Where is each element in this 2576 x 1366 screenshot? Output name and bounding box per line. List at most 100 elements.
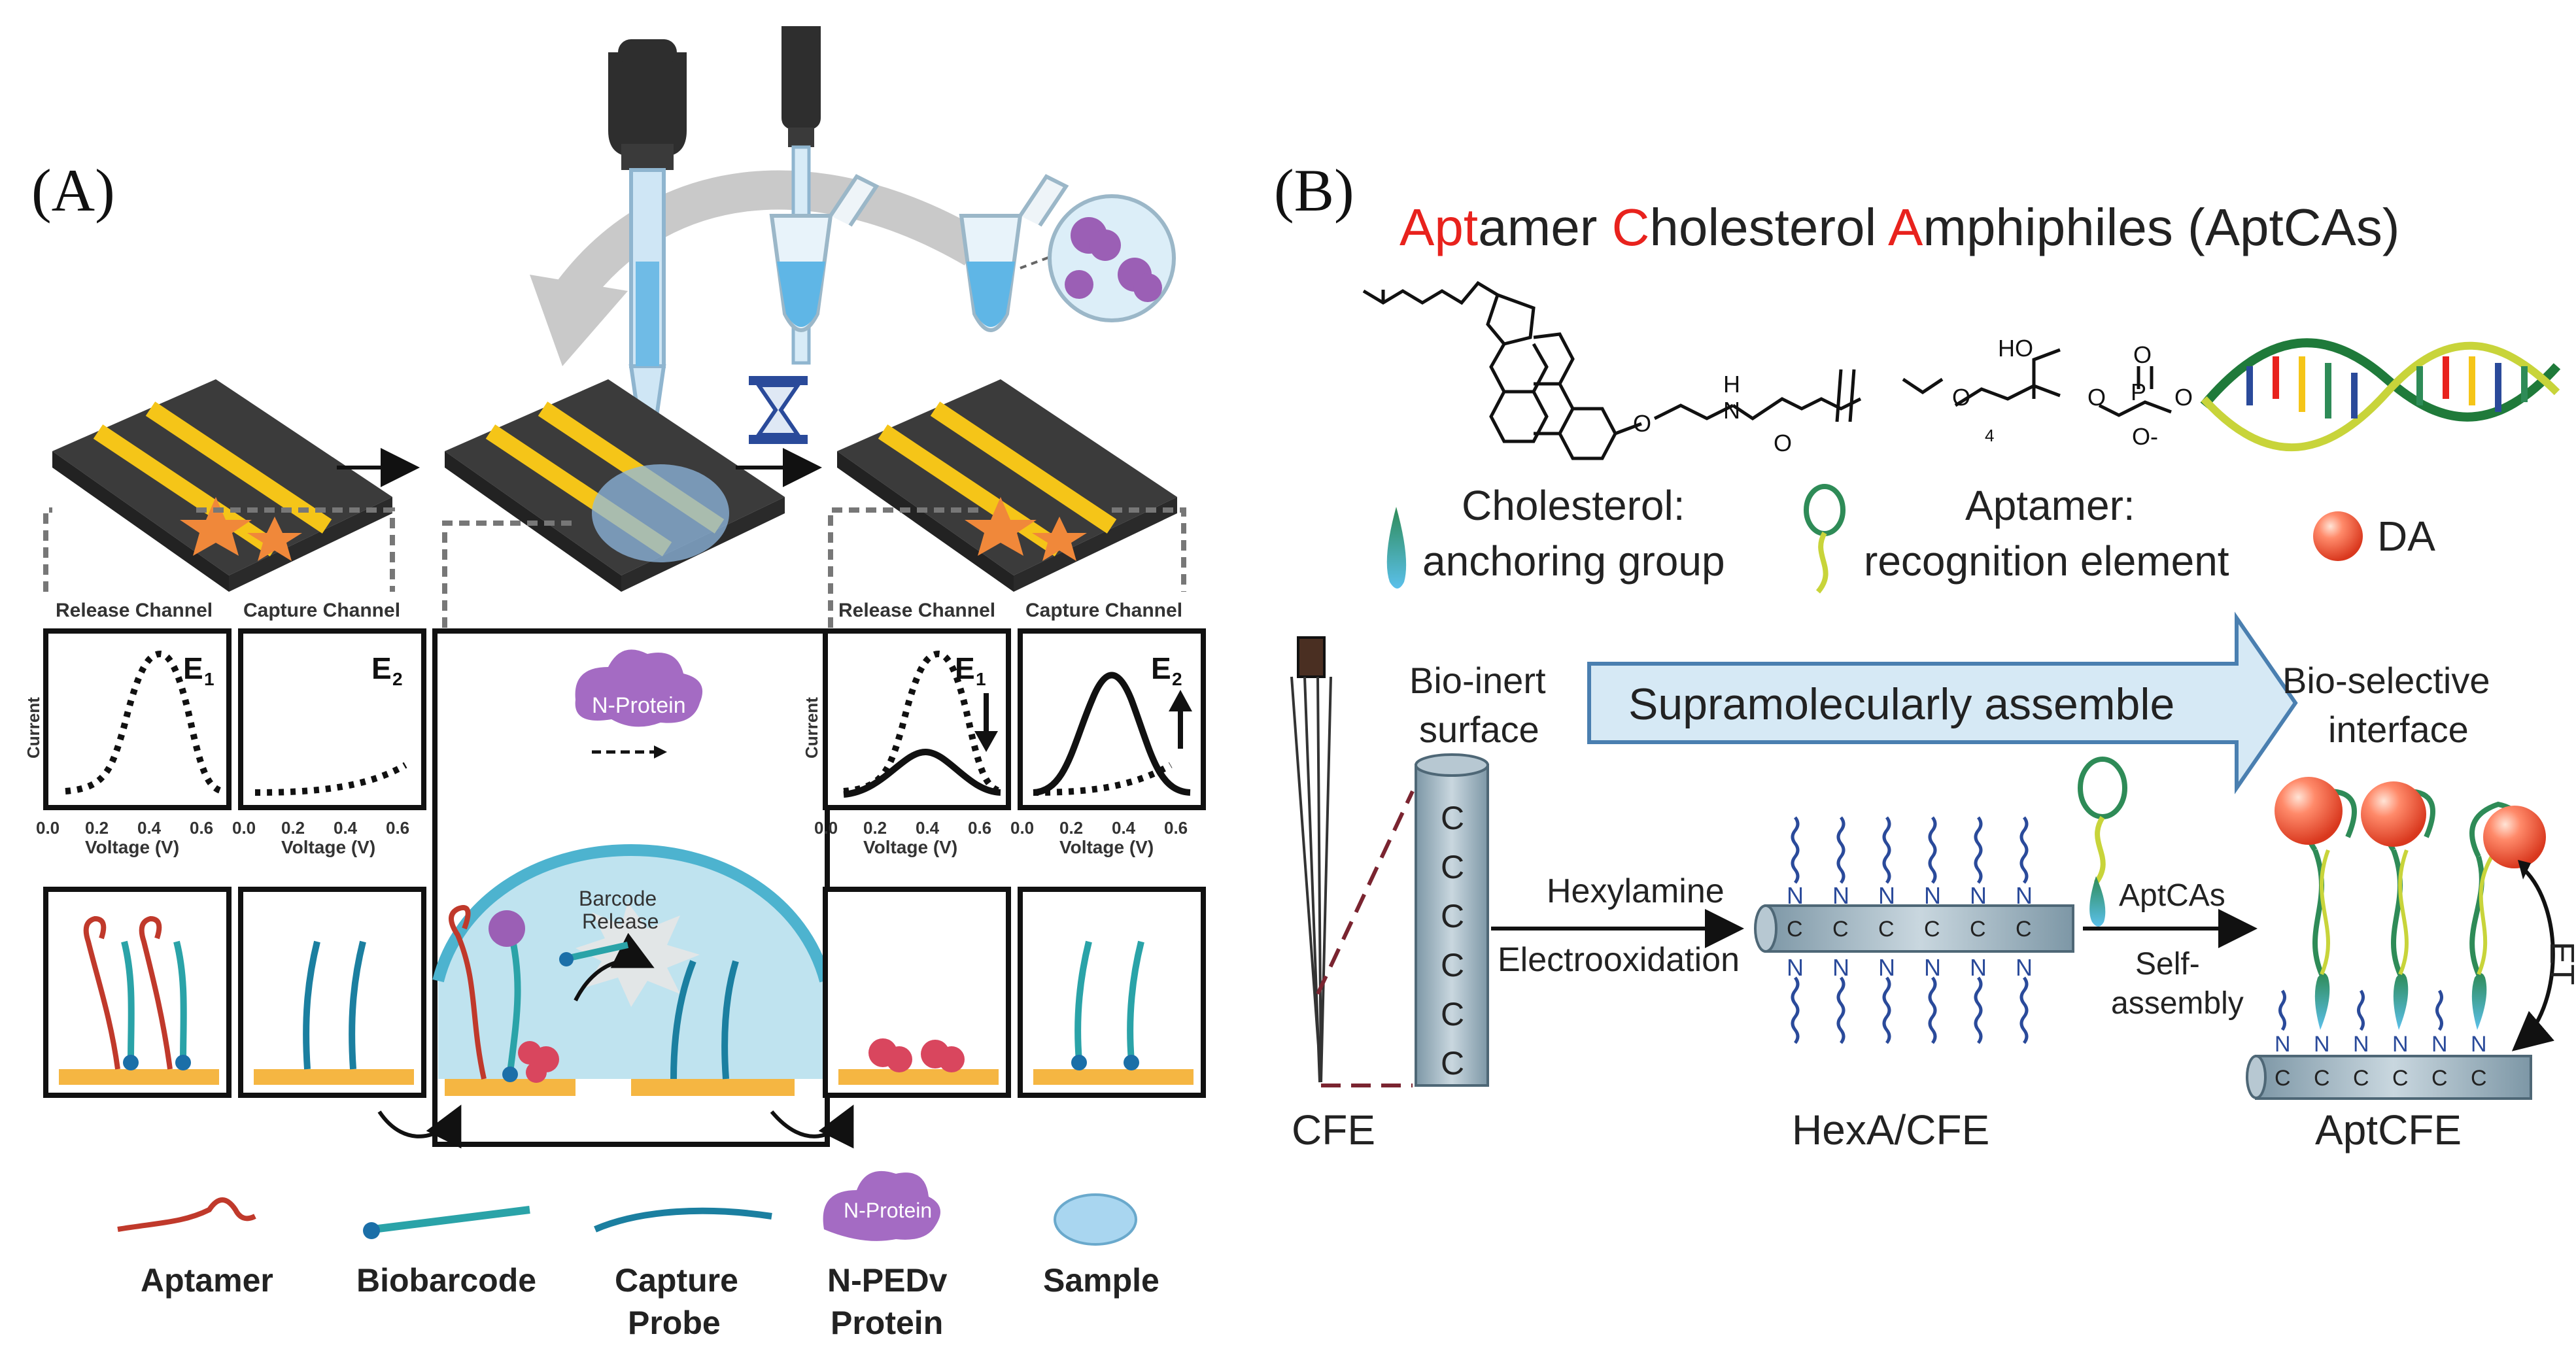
svg-text:E: E: [371, 651, 392, 685]
capture-channel-label: Capture Channel: [243, 600, 400, 621]
aptamer-label-1: Aptamer:: [1965, 482, 2135, 529]
svg-text:N: N: [2431, 1032, 2448, 1057]
svg-text:0.2: 0.2: [85, 818, 109, 838]
svg-text:C: C: [1441, 849, 1464, 885]
svg-text:C: C: [2275, 1066, 2291, 1091]
sample-tube-icon: [769, 174, 880, 332]
plot-release-after: E 1: [823, 628, 1011, 810]
release-channel-label: Release Channel: [56, 600, 213, 621]
aptcas-small-label: AptCAs: [2119, 878, 2225, 913]
x-ticks-1: 0.0 0.2 0.4 0.6 0.0 0.2 0.4 0.6: [36, 818, 409, 838]
svg-text:C: C: [2431, 1066, 2448, 1091]
svg-text:C: C: [1441, 1045, 1464, 1082]
aptamer-icon-b: [1804, 484, 1846, 594]
svg-text:N: N: [2471, 1032, 2487, 1057]
panel-a-label: (A): [31, 157, 115, 224]
aptamer-helix: [2200, 338, 2561, 452]
plot-release-before: E 1: [43, 628, 232, 810]
svg-text:2: 2: [392, 669, 403, 689]
svg-text:C: C: [1441, 898, 1464, 934]
svg-text:0.6: 0.6: [190, 818, 213, 838]
sample-magnifier: [1048, 194, 1176, 322]
svg-text:E: E: [1151, 651, 1171, 685]
svg-text:1: 1: [976, 669, 986, 689]
svg-text:N: N: [1832, 882, 1849, 909]
bio-selective-label-2: interface: [2328, 709, 2469, 750]
bio-selective-label-1: Bio-selective: [2282, 660, 2490, 701]
svg-text:0.0: 0.0: [232, 818, 256, 838]
transfer-arrow: [546, 170, 985, 318]
electrooxidation-label: Electrooxidation: [1498, 941, 1740, 979]
surface-capture-before: [238, 887, 426, 1098]
legend-n-pedv-2: Protein: [831, 1305, 943, 1341]
svg-text:O: O: [1952, 384, 1970, 411]
svg-text:1: 1: [204, 669, 215, 689]
legend-capture-1: Capture: [615, 1262, 738, 1299]
svg-text:N: N: [1924, 954, 1941, 981]
assemble-arrow-label: Supramolecularly assemble: [1628, 679, 2174, 729]
aptcfe-label: AptCFE: [2315, 1106, 2462, 1153]
callout-2: [442, 521, 575, 628]
x-axis-label: Voltage (V): [85, 837, 179, 857]
panel-a: (A): [24, 26, 1206, 1341]
svg-text:0.4: 0.4: [1112, 818, 1136, 838]
cfe-c-labels: C C C C C C: [1441, 800, 1464, 1082]
self-assembly-label-1: Self-: [2135, 947, 2200, 982]
svg-text:C: C: [1787, 917, 1803, 942]
svg-text:N: N: [1878, 882, 1895, 909]
assemble-arrow: [1587, 611, 2298, 794]
barcode-release-label-2: Release: [582, 910, 659, 933]
svg-text:2: 2: [1172, 669, 1182, 689]
n-protein-bubble-label: N-Protein: [592, 693, 686, 718]
svg-text:E: E: [955, 651, 975, 685]
capture-channel-label-2: Capture Channel: [1025, 600, 1182, 621]
barcode-release-label-1: Barcode: [579, 887, 657, 910]
da-icon: [2313, 511, 2363, 561]
svg-text:H: H: [1723, 371, 1740, 398]
legend-biobarcode: Biobarcode: [356, 1262, 536, 1299]
svg-text:N: N: [2353, 1032, 2369, 1057]
aptcas-title: Aptamer Cholesterol Amphiphiles (AptCAs): [1400, 198, 2400, 256]
x-axis-label-3: Voltage (V): [863, 837, 957, 857]
svg-text:C: C: [1970, 917, 1986, 942]
aptamer-label-2: recognition element: [1864, 538, 2229, 585]
title-part-3: holesterol: [1649, 198, 1888, 256]
plot-capture-before: E 2: [238, 628, 426, 810]
svg-text:N: N: [2275, 1032, 2291, 1057]
step-arrow-1: [377, 1104, 462, 1149]
cholesterol-label-1: Cholesterol:: [1462, 482, 1685, 529]
legend-aptamer: Aptamer: [141, 1262, 273, 1299]
svg-text:N: N: [1924, 882, 1941, 909]
svg-text:0.4: 0.4: [334, 818, 358, 838]
sample-tube-icon-2: [959, 174, 1073, 332]
svg-text:O: O: [1633, 410, 1651, 437]
svg-text:0.0: 0.0: [36, 818, 60, 838]
svg-text:0.6: 0.6: [1164, 818, 1188, 838]
da-label: DA: [2377, 513, 2435, 560]
title-part-1: amer: [1478, 198, 1612, 256]
svg-text:N: N: [2314, 1032, 2330, 1057]
svg-text:C: C: [1441, 800, 1464, 836]
n-protein-icon: [823, 1170, 940, 1241]
legend-n-pedv-1: N-PEDv: [827, 1262, 948, 1299]
cfe-cylinder: [1415, 753, 1489, 1087]
callout-3: [828, 507, 1186, 628]
svg-text:0.2: 0.2: [281, 818, 305, 838]
svg-text:N: N: [1787, 882, 1804, 909]
svg-text:C: C: [2392, 1066, 2409, 1091]
biobarcode-icon: [372, 1206, 530, 1233]
hexa-cfe-electrode: N N N N N N N N N N N N C C C C C C: [1754, 816, 2074, 1044]
svg-text:C: C: [1441, 996, 1464, 1033]
surface-release-before: [43, 887, 232, 1098]
svg-text:N: N: [2016, 954, 2033, 981]
electrode-chip-3: [837, 379, 1177, 592]
legend-sample: Sample: [1043, 1262, 1159, 1299]
svg-text:P: P: [2131, 379, 2146, 405]
step-arrow-2: [770, 1104, 854, 1149]
svg-text:N: N: [1723, 397, 1740, 424]
cfe-electrode: [1290, 636, 1415, 1087]
panel-b-label: (B): [1274, 157, 1354, 224]
svg-text:0.4: 0.4: [916, 818, 940, 838]
svg-text:C: C: [1878, 917, 1895, 942]
